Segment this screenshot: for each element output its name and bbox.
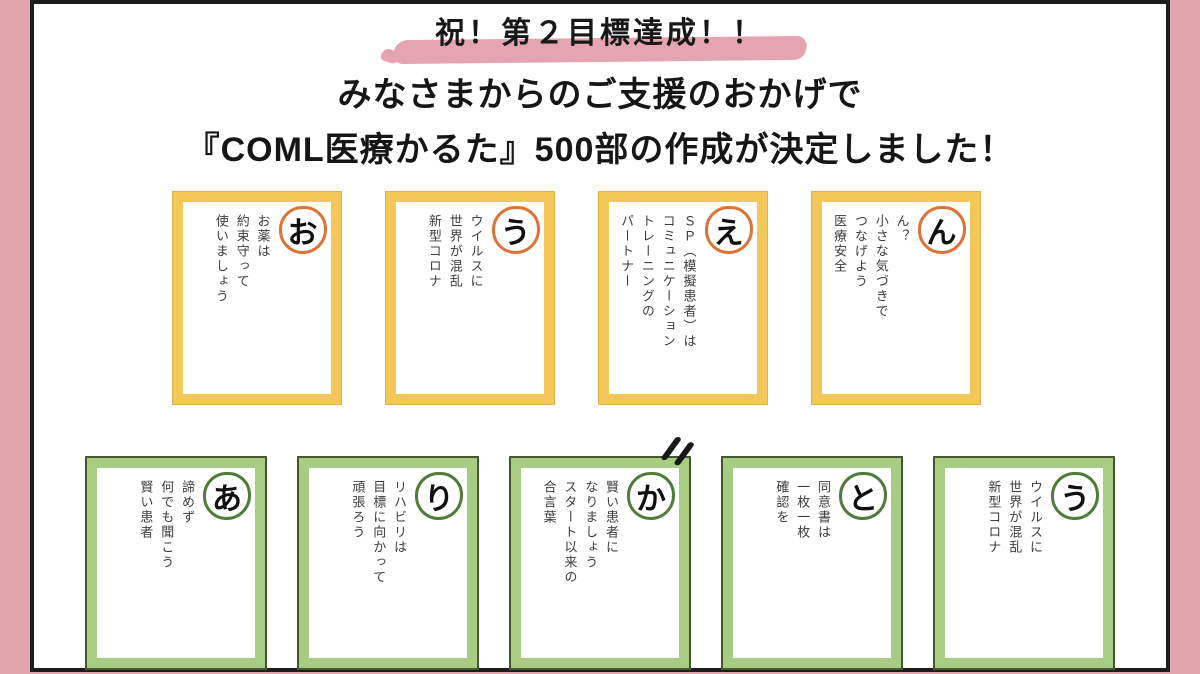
card-letter-circle: ん bbox=[917, 206, 966, 254]
poster-subtitle: みなさまからのご支援のおかげで 『COML医療かるた』500部の作成が決定しまし… bbox=[34, 68, 1166, 178]
card-letter: う bbox=[500, 217, 531, 250]
card-line: 頑張ろう bbox=[350, 480, 366, 540]
card-letter: え bbox=[713, 217, 744, 250]
card-ri: り リハビリは 目標に向かって 頑張ろう bbox=[297, 456, 479, 670]
card-e: え ＳＰ（模擬患者）は コミュニケーション トレーニングの パートナー bbox=[597, 191, 768, 405]
card-row-ouen: お お薬は 約束守って 使いましょう う ウイルスに 世界が混乱 新型コロナ え bbox=[10, 191, 1142, 405]
card-line: 賢い患者 bbox=[138, 480, 154, 540]
card-row-arigatou: あ 諦めず 何でも聞こう 賢い患者 り リハビリは 目標に向かって 頑張ろう か bbox=[34, 436, 1166, 670]
card-letter: あ bbox=[212, 483, 242, 516]
poster-frame: 祝！第２目標達成！！ みなさまからのご支援のおかげで 『COML医療かるた』50… bbox=[30, 0, 1170, 672]
card-letter: お bbox=[287, 217, 318, 250]
card-line: お薬は bbox=[255, 214, 271, 259]
card-line: コミュニケーション bbox=[660, 214, 676, 349]
card-letter: う bbox=[1060, 483, 1090, 516]
card-line: 何でも聞こう bbox=[159, 480, 175, 570]
card-letter-circle: う bbox=[491, 206, 540, 254]
card-text: ＳＰ（模擬患者）は コミュニケーション トレーニングの パートナー bbox=[613, 214, 699, 390]
subtitle-line-1: みなさまからのご支援のおかげで bbox=[337, 76, 863, 114]
card-line: 世界が混乱 bbox=[1007, 480, 1023, 555]
card-letter: り bbox=[424, 483, 454, 516]
card-line: 医療安全 bbox=[832, 214, 848, 274]
card-letter-circle: う bbox=[1051, 472, 1099, 520]
card-line: 合言葉 bbox=[541, 480, 557, 525]
card-line: 新型コロナ bbox=[986, 480, 1002, 555]
card-a: あ 諦めず 何でも聞こう 賢い患者 bbox=[85, 456, 267, 670]
card-text: リハビリは 目標に向かって 頑張ろう bbox=[313, 480, 409, 654]
card-n: ん ん？ 小さな気づきで つなげよう 医療安全 bbox=[810, 191, 981, 405]
card-letter-circle: か bbox=[627, 472, 675, 520]
card-line: 諦めず bbox=[180, 480, 195, 525]
card-line: 新型コロナ bbox=[426, 214, 442, 289]
header-badge: 祝！第２目標達成！！ bbox=[34, 8, 1166, 65]
card-u-bottom: う ウイルスに 世界が混乱 新型コロナ bbox=[933, 456, 1115, 670]
card-line: スタート以来の bbox=[562, 480, 578, 585]
card-line: 約束守って bbox=[234, 214, 250, 289]
card-line: ウイルスに bbox=[468, 214, 484, 289]
card-line: 同意書は bbox=[816, 480, 831, 540]
card-line: ウイルスに bbox=[1028, 480, 1043, 555]
badge-label: 祝！第２目標達成！！ bbox=[435, 17, 765, 50]
card-line: ん？ bbox=[894, 214, 910, 244]
card-letter-circle: お bbox=[278, 206, 327, 254]
card-line: ＳＰ（模擬患者）は bbox=[681, 214, 697, 349]
card-letter-circle: と bbox=[839, 472, 887, 520]
card-ga: か 賢い患者に なりましょう スタート以来の 合言葉 bbox=[509, 436, 696, 670]
card-text: ウイルスに 世界が混乱 新型コロナ bbox=[400, 214, 486, 390]
card-line: パートナー bbox=[619, 214, 635, 289]
card-text: 同意書は 一枚一枚 確認を bbox=[737, 480, 833, 654]
card-line: 確認を bbox=[774, 480, 790, 525]
card-line: トレーニングの bbox=[639, 214, 655, 319]
card-line: つなげよう bbox=[852, 214, 868, 289]
card-text: ウイルスに 世界が混乱 新型コロナ bbox=[949, 480, 1045, 654]
card-line: 世界が混乱 bbox=[447, 214, 463, 289]
card-letter: か bbox=[636, 483, 666, 516]
card-line: 小さな気づきで bbox=[873, 214, 889, 319]
card-o: お お薬は 約束守って 使いましょう bbox=[171, 191, 342, 405]
card-line: なりましょう bbox=[583, 480, 599, 570]
card-letter: ん bbox=[926, 217, 957, 250]
card-letter-circle: あ bbox=[203, 472, 251, 520]
card-line: 目標に向かって bbox=[371, 480, 387, 585]
subtitle-line-2: 『COML医療かるた』500部の作成が決定しました！ bbox=[185, 131, 1015, 170]
card-line: 使いましょう bbox=[213, 214, 229, 304]
card-letter-circle: え bbox=[704, 206, 753, 254]
card-u-top: う ウイルスに 世界が混乱 新型コロナ bbox=[384, 191, 555, 405]
dakuten-mark-icon bbox=[654, 432, 696, 472]
card-to: と 同意書は 一枚一枚 確認を bbox=[721, 456, 903, 670]
card-letter-circle: り bbox=[415, 472, 463, 520]
card-line: 賢い患者に bbox=[604, 480, 619, 555]
card-letter: と bbox=[848, 483, 878, 516]
card-line: リハビリは bbox=[392, 480, 407, 555]
card-text: お薬は 約束守って 使いましょう bbox=[187, 214, 273, 390]
card-text: ん？ 小さな気づきで つなげよう 医療安全 bbox=[826, 214, 912, 390]
card-text: 賢い患者に なりましょう スタート以来の 合言葉 bbox=[525, 480, 621, 654]
card-text: 諦めず 何でも聞こう 賢い患者 bbox=[101, 480, 197, 654]
card-line: 一枚一枚 bbox=[795, 480, 811, 540]
